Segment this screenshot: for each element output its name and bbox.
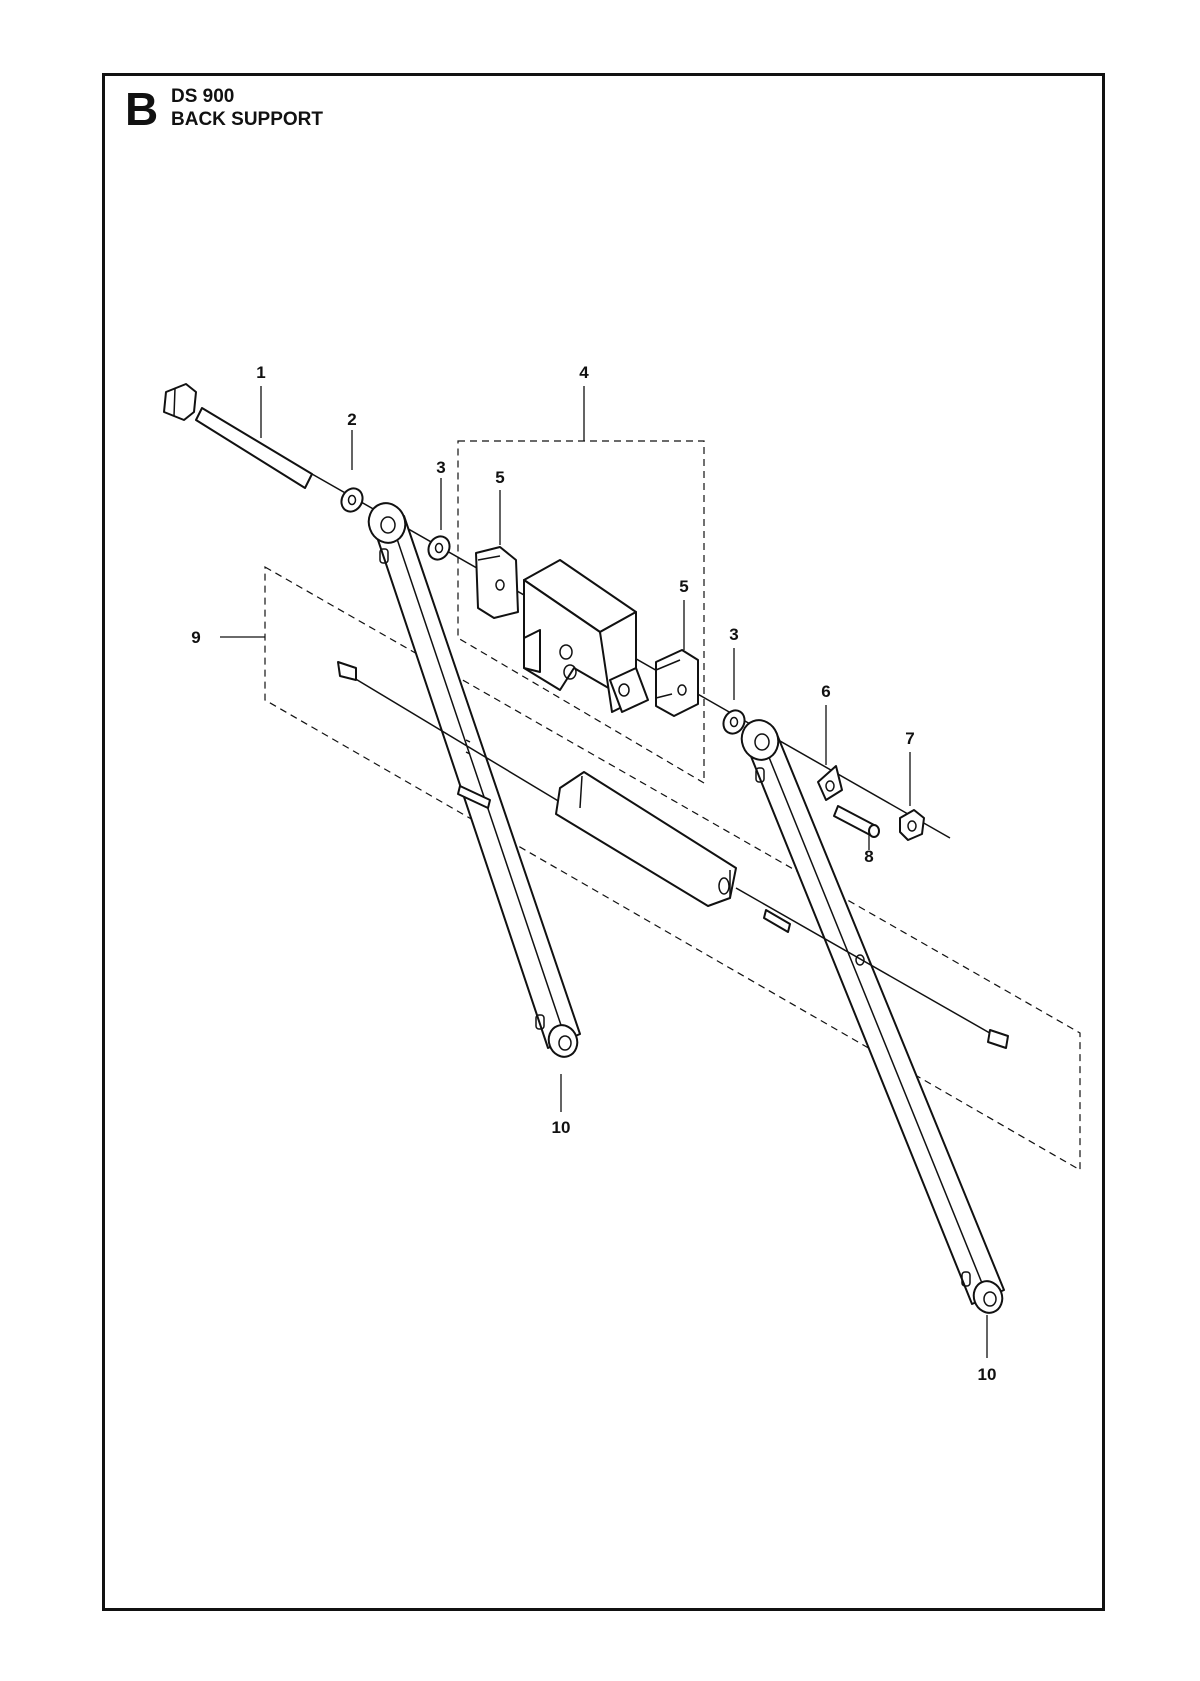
callout-5-left: 5 <box>495 468 504 487</box>
callout-4: 4 <box>579 363 589 382</box>
callout-5-right: 5 <box>679 577 688 596</box>
part-5-pad-right <box>655 649 699 717</box>
part-4-center-bracket <box>523 559 649 713</box>
part-7-nut <box>899 809 925 841</box>
part-10-support-arm-right <box>740 719 1005 1314</box>
part-3-washer-left <box>427 535 451 561</box>
callout-10-right: 10 <box>978 1365 997 1384</box>
part-10-support-arm-left <box>367 502 581 1058</box>
section-letter: B <box>125 83 159 135</box>
callout-3-left: 3 <box>436 458 445 477</box>
callout-6: 6 <box>821 682 830 701</box>
page-frame <box>102 73 1105 1611</box>
part-3-washer-right <box>722 709 746 735</box>
part-5-pad-left <box>475 546 519 619</box>
part-2-washer <box>340 487 364 513</box>
model-name: DS 900 <box>171 86 235 107</box>
leader-lines <box>220 386 988 1358</box>
part-8-screw <box>833 805 880 838</box>
callout-8: 8 <box>864 847 873 866</box>
callout-10-left: 10 <box>552 1118 571 1137</box>
part-1-axle-bolt <box>163 383 951 839</box>
callout-1: 1 <box>256 363 265 382</box>
callout-7: 7 <box>905 729 914 748</box>
callout-9: 9 <box>191 628 200 647</box>
group-box-4 <box>457 440 705 785</box>
callout-2: 2 <box>347 410 356 429</box>
page-title: BACK SUPPORT <box>171 109 324 130</box>
callout-3-right: 3 <box>729 625 738 644</box>
part-9-gas-spring <box>337 661 1009 1049</box>
part-6-lock-washer <box>817 765 843 801</box>
